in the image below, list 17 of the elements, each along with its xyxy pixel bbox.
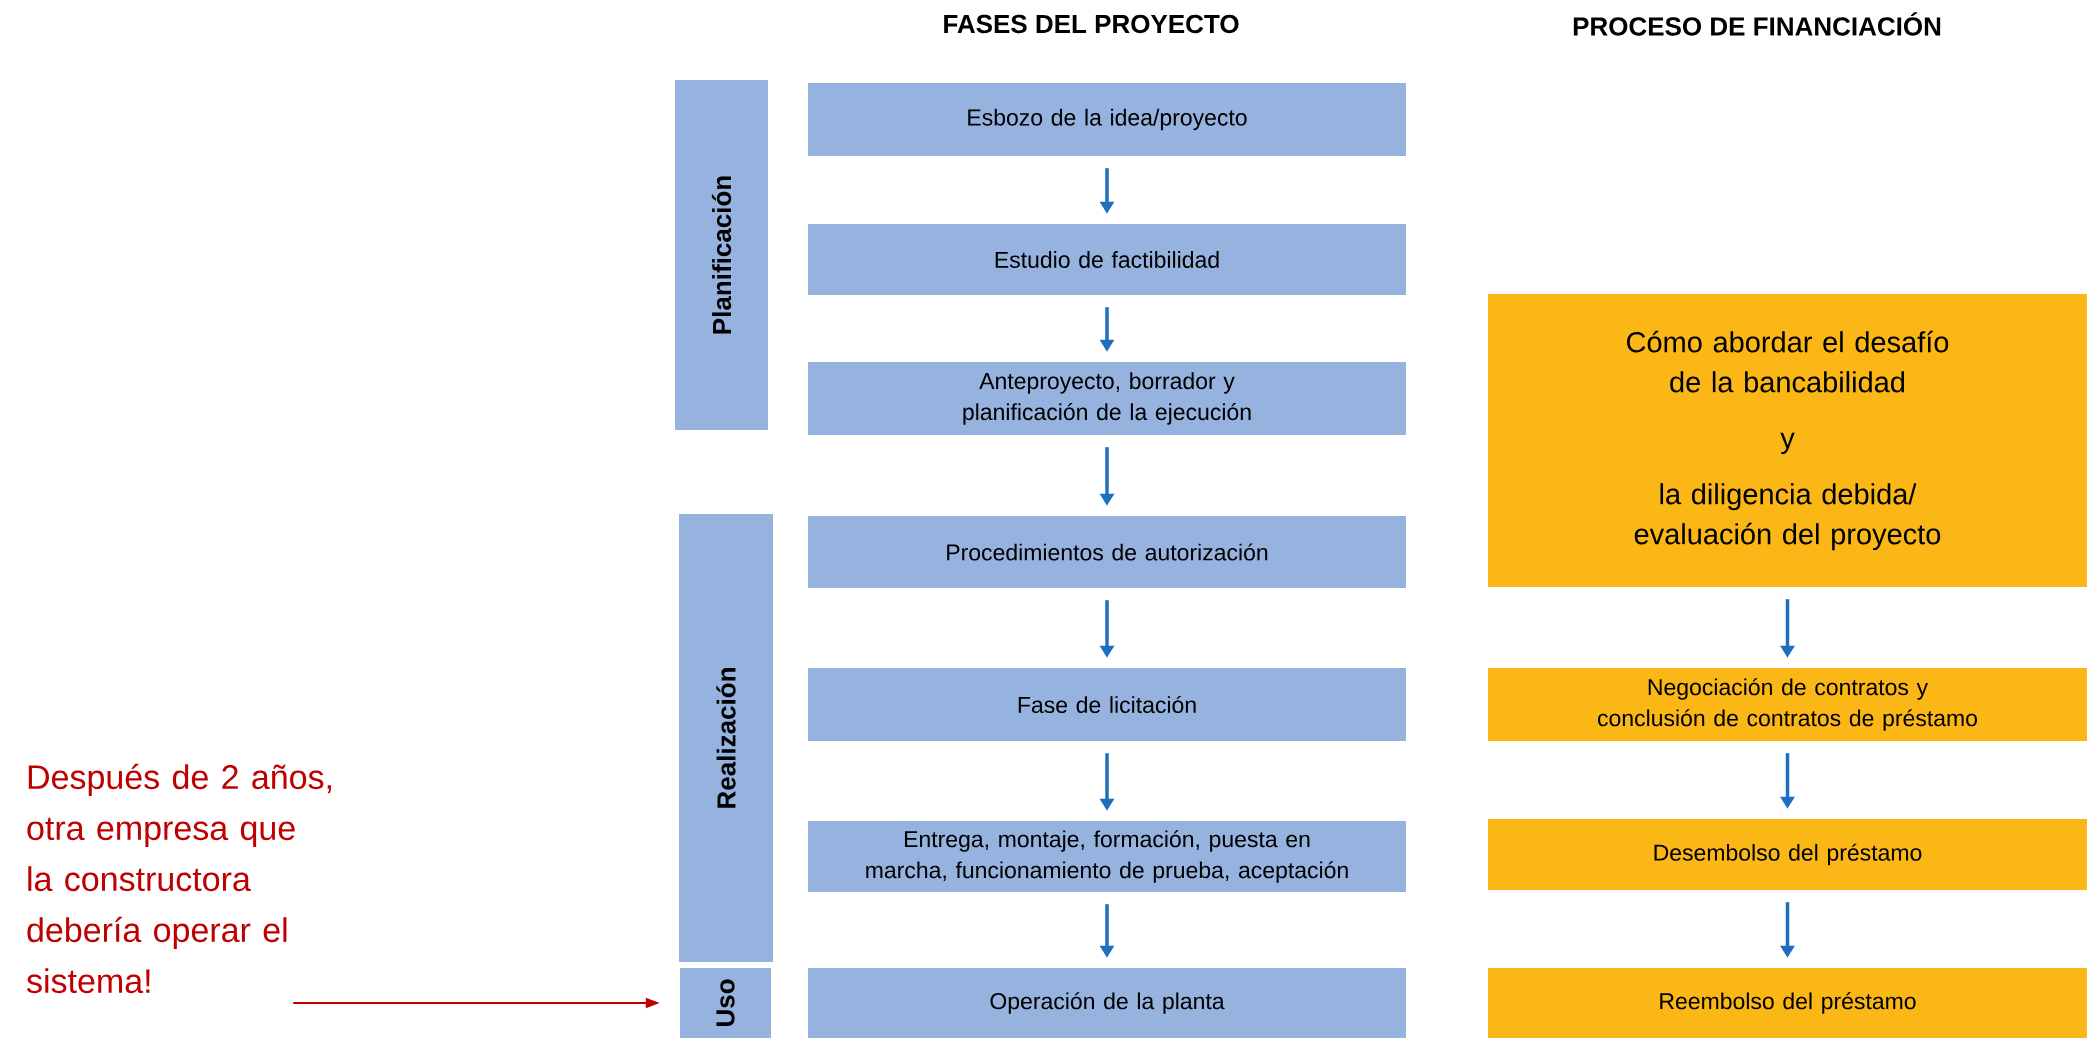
phase-box: Procedimientos de autorización [808, 516, 1406, 588]
phase-band: Uso [680, 968, 771, 1038]
phase-box: Anteproyecto, borrador y planificación de la ejecución [808, 362, 1406, 435]
note-text: Después de 2 años, otra empresa que la constructora debería operar el sistema! [26, 763, 331, 994]
phase-band: Realización [679, 514, 773, 962]
financing-box: Reembolso del préstamo [1488, 968, 2087, 1038]
phase-box: Entrega, montaje, formación, puesta en marcha, funcionamiento de prueba, aceptación [808, 821, 1406, 892]
phase-band: Planificación [675, 80, 768, 430]
financing-box: Negociación de contratos y conclusión de contratos de préstamo [1488, 668, 2087, 741]
phase-box: Esbozo de la idea/proyecto [808, 83, 1406, 156]
financing-box: Cómo abordar el desafío de la bancabilidad y la diligencia debida/ evaluación del proyecto [1488, 294, 2087, 587]
column-heading: FASES DEL PROYECTO [944, 14, 1239, 34]
phase-box: Fase de licitación [808, 668, 1406, 741]
financing-box: Desembolso del préstamo [1488, 819, 2087, 890]
phase-box: Operación de la planta [808, 968, 1406, 1038]
column-heading: PROCESO DE FINANCIACIÓN [1573, 12, 1941, 36]
phase-box: Estudio de factibilidad [808, 224, 1406, 295]
